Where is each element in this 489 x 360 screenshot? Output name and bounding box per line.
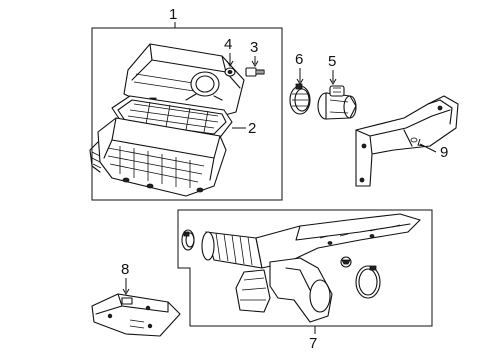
maf-sensor-group: 5: [317, 53, 357, 120]
mounting-bracket-plate-icon: [91, 293, 181, 337]
mass-airflow-sensor-icon: [317, 85, 357, 120]
callout-9[interactable]: 9: [440, 144, 448, 161]
assembly-box-1: [91, 27, 283, 201]
callout-7[interactable]: 7: [309, 335, 317, 352]
grommet-group: 4: [224, 36, 236, 77]
callout-1[interactable]: 1: [169, 6, 177, 23]
callout-3[interactable]: 3: [250, 39, 258, 56]
callout-6[interactable]: 6: [295, 51, 303, 68]
assembly-box-7: [177, 209, 433, 327]
bracket-group: 9: [355, 95, 459, 187]
callout-8[interactable]: 8: [121, 261, 129, 278]
mounting-plate-group: 8: [91, 261, 181, 337]
callout-5[interactable]: 5: [328, 53, 336, 70]
hose-clamp-icon: [289, 83, 311, 115]
air-cleaner-group: 1 2: [89, 6, 283, 201]
grommet-icon: [224, 67, 236, 77]
callout-2[interactable]: 2: [248, 120, 256, 137]
air-cleaner-lower-housing-icon: [89, 117, 227, 197]
air-intake-duct-icon: [181, 213, 421, 323]
fastener-bolt-icon: [245, 67, 265, 77]
intake-duct-group: 7: [177, 209, 433, 352]
clamp-group: 6: [289, 51, 311, 115]
support-bracket-icon: [355, 95, 459, 187]
bolt-group: 3: [245, 39, 265, 77]
callout-4[interactable]: 4: [224, 36, 232, 53]
